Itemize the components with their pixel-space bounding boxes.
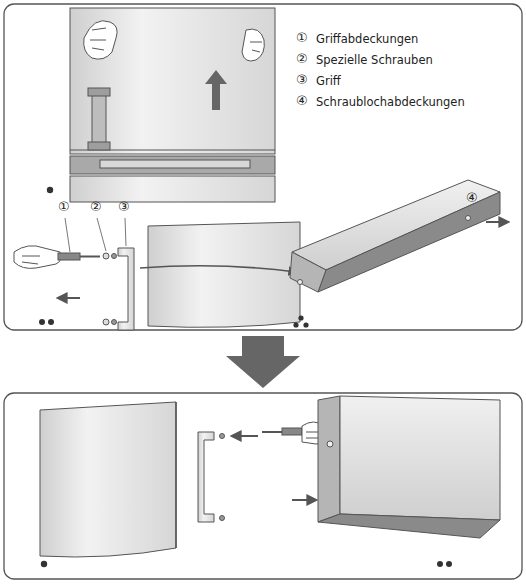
panel [4,393,522,579]
callout-number: ③ [296,73,308,87]
door-bottom [292,396,500,538]
step-bullet [293,322,298,327]
step-bullet [298,315,303,320]
step-arrow [226,336,300,388]
step-bullet [446,561,452,567]
door-panel [140,222,300,327]
step-bullet [437,561,443,567]
part-name: Griffabdeckungen [316,32,418,46]
callout-number: ④ [296,94,308,108]
callout-number: ① [296,31,308,45]
part-name: Spezielle Schrauben [316,53,433,67]
step-bullet [39,319,45,325]
fridge [70,8,275,202]
panel [4,4,522,330]
callout-number: ② [296,52,308,66]
part-name: Griff [316,74,341,88]
step-bullet [41,561,47,567]
step-bullet [48,319,54,325]
step-bullet [303,322,308,327]
step-bullet [47,187,53,193]
door-bottom [290,180,508,292]
handle-removal [14,246,134,330]
callout-number: ① [58,200,70,214]
part-name: Schraublochabdeckungen [316,95,465,109]
handle-mounting [40,402,330,557]
callout-number: ④ [466,191,478,205]
callout-number: ② [90,200,102,214]
callout-number: ③ [118,200,130,214]
